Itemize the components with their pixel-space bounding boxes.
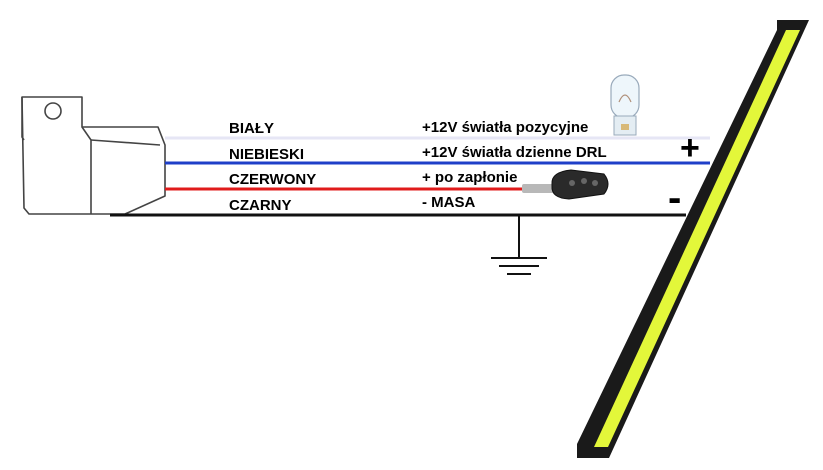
function-label-black: - MASA	[422, 194, 476, 211]
plus-sign: +	[680, 129, 700, 167]
function-label-red: + po zapłonie	[422, 169, 518, 186]
minus-sign: -	[668, 176, 682, 220]
wire-label-black: CZARNY	[229, 197, 292, 214]
ground-icon	[491, 215, 547, 275]
led-drl-strip	[577, 20, 809, 458]
wire-label-red: CZERWONY	[229, 171, 317, 188]
function-label-blue: +12V światła dzienne DRL	[422, 144, 607, 161]
wire-label-white: BIAŁY	[229, 120, 274, 137]
control-module	[21, 96, 166, 215]
car-key-icon	[522, 169, 609, 200]
function-label-white: +12V światła pozycyjne	[422, 119, 589, 136]
bulb-icon	[610, 74, 640, 136]
wire-label-blue: NIEBIESKI	[229, 146, 305, 163]
